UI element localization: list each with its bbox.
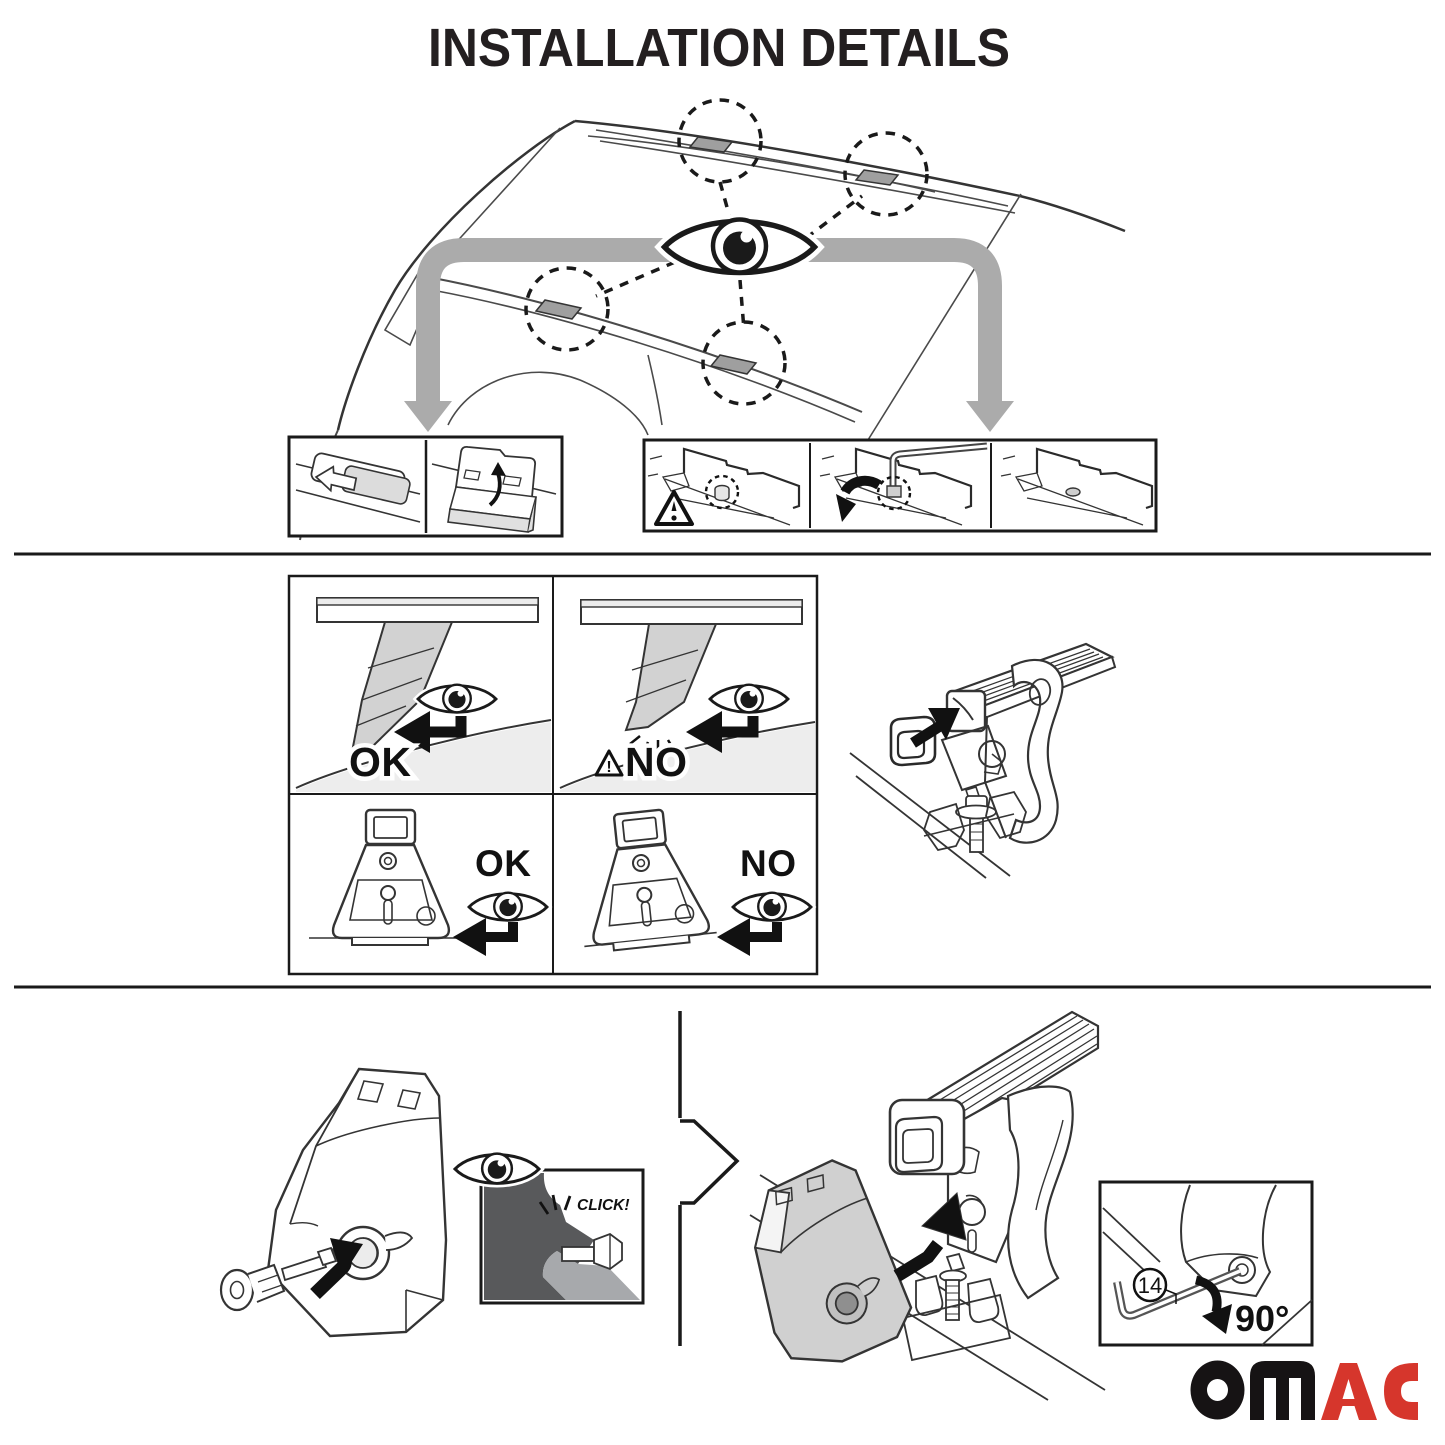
svg-text:CLICK!: CLICK! bbox=[577, 1197, 630, 1214]
svg-text:NO: NO bbox=[625, 739, 688, 785]
svg-text:INSTALLATION DETAILS: INSTALLATION DETAILS bbox=[428, 18, 1010, 78]
svg-text:14: 14 bbox=[1138, 1273, 1162, 1298]
svg-text:90°: 90° bbox=[1235, 1298, 1289, 1339]
svg-text:OK: OK bbox=[349, 739, 412, 785]
svg-text:!: ! bbox=[606, 759, 611, 776]
svg-text:NO: NO bbox=[740, 843, 797, 884]
svg-text:OK: OK bbox=[475, 843, 532, 884]
